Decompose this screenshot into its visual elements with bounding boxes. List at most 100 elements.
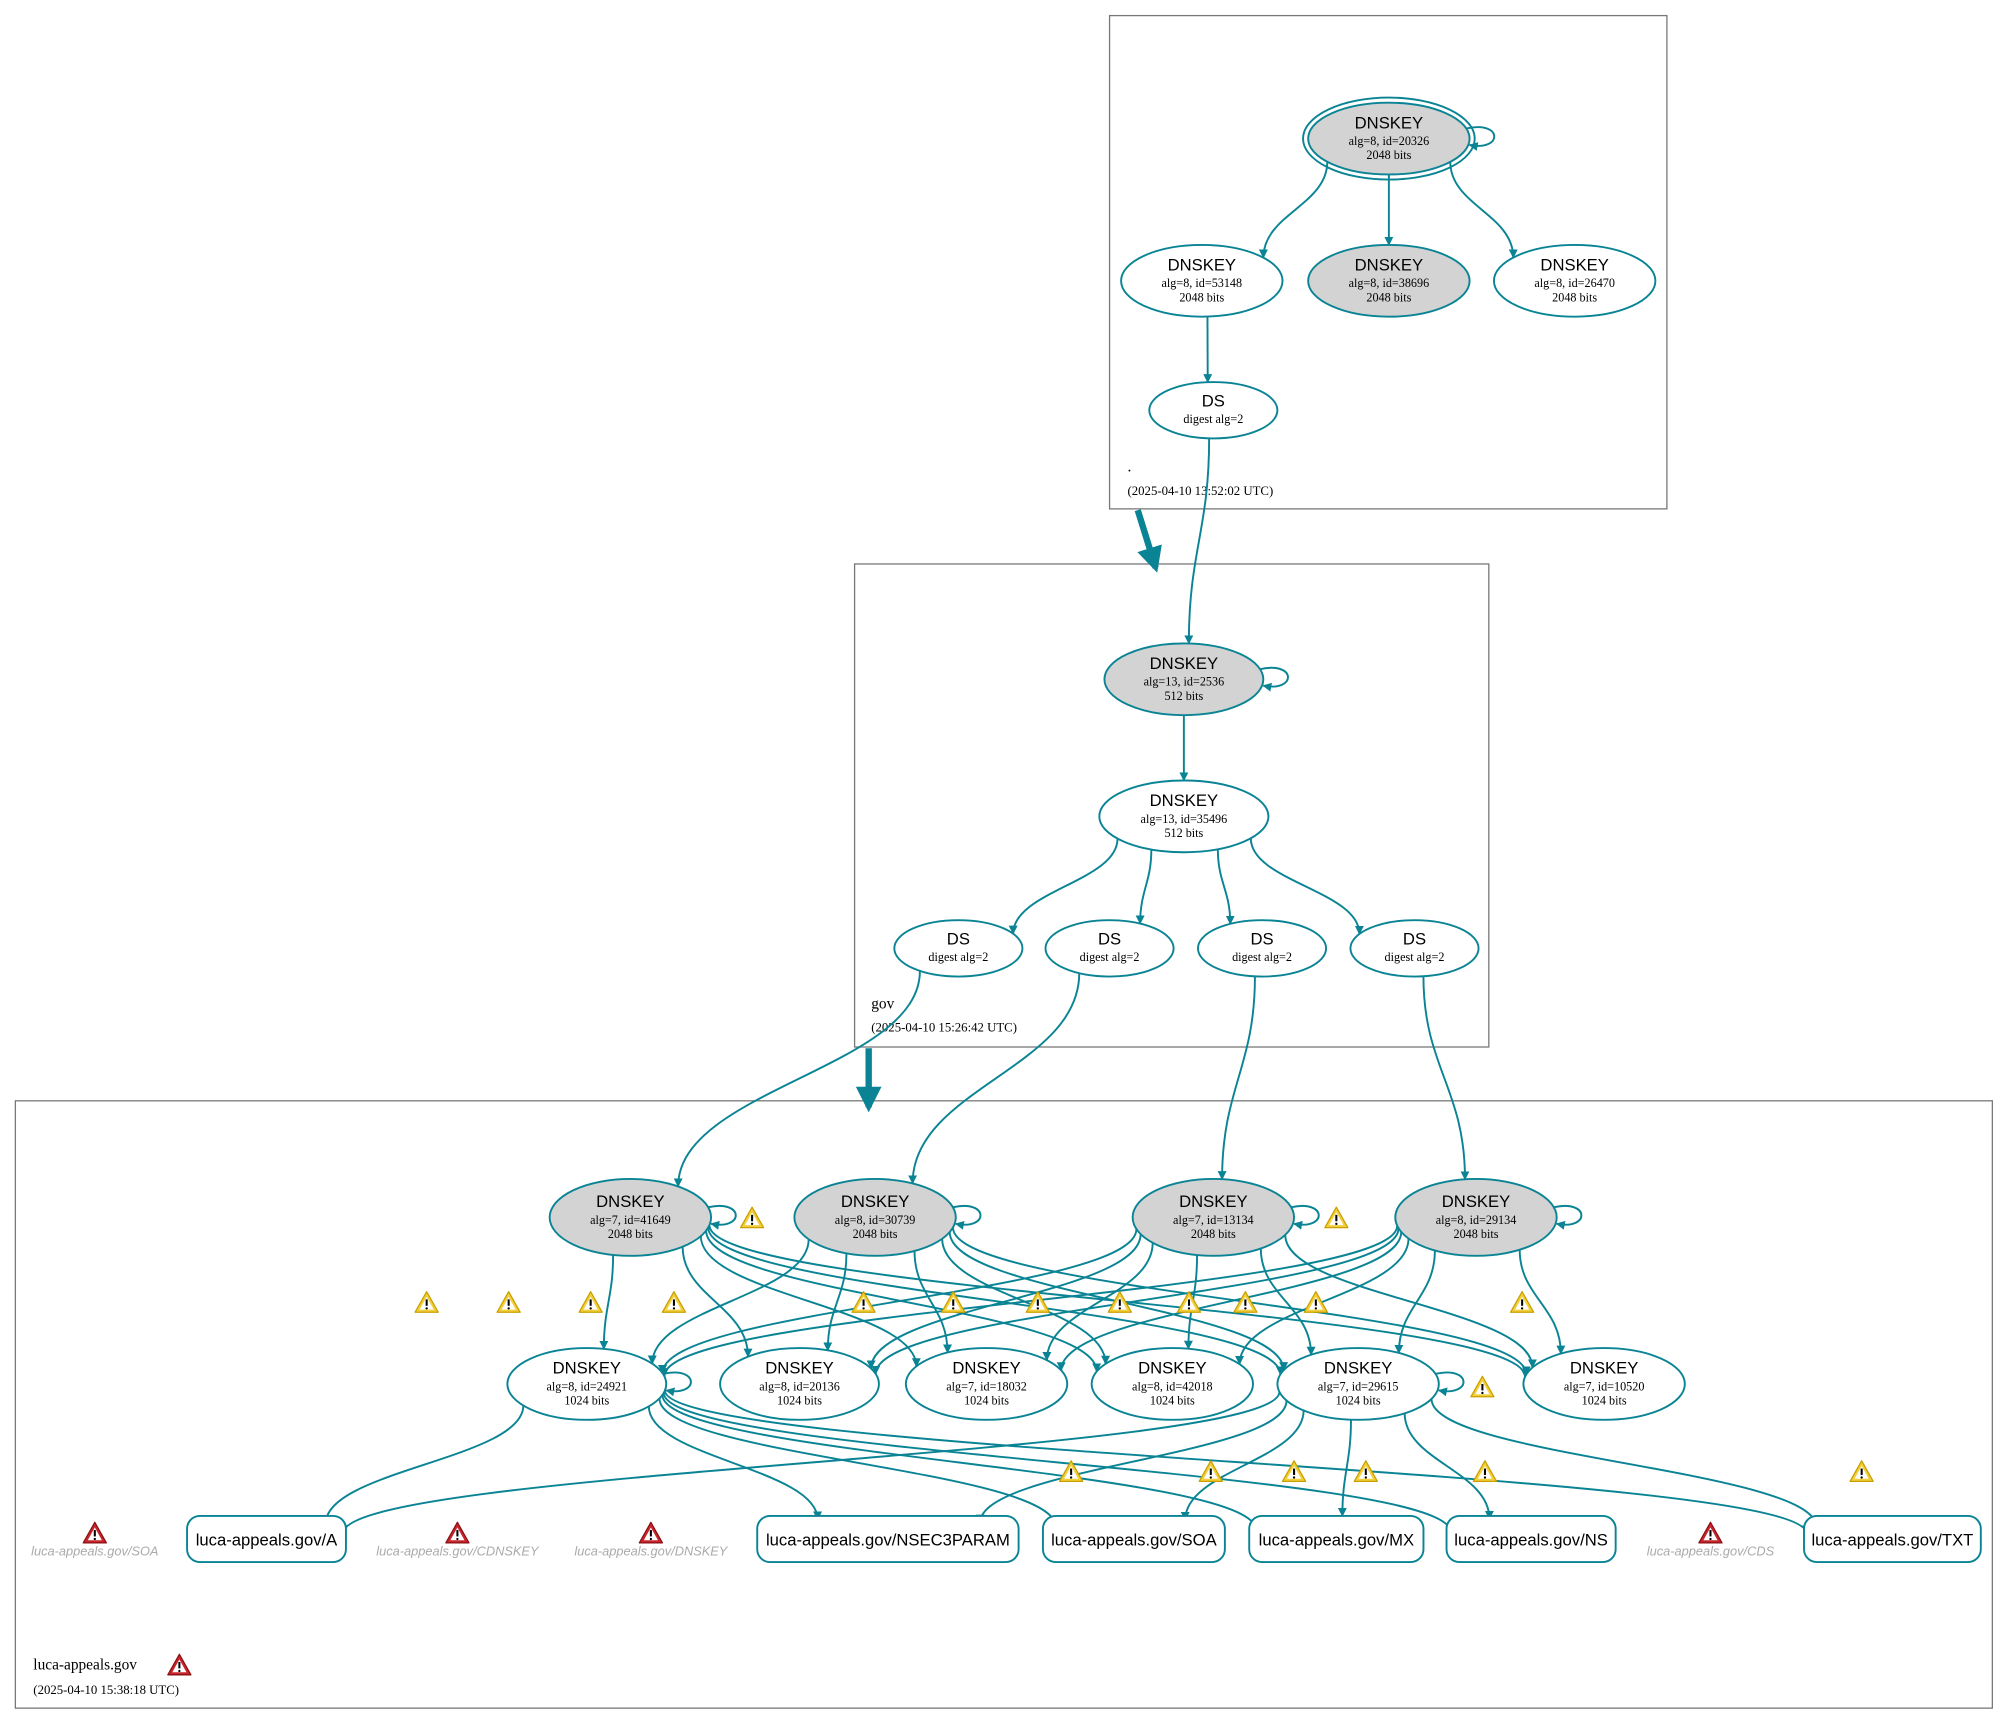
error-icon[interactable] [638, 1521, 664, 1544]
self-signature-loop [1291, 1204, 1320, 1230]
node-shape [1131, 1178, 1296, 1257]
signature-edge [338, 1391, 1281, 1535]
zone-error-icon[interactable] [167, 1653, 192, 1676]
rrset-node-recMX[interactable]: luca-appeals.gov/MX [1248, 1514, 1425, 1564]
signature-edge [1056, 1231, 1403, 1372]
rrset-node-recNSEC3PARAM[interactable]: luca-appeals.gov/NSEC3PARAM [756, 1514, 1020, 1564]
missing-rrset-missCDS[interactable]: luca-appeals.gov/CDS [1647, 1544, 1775, 1559]
self-signature-loop [708, 1204, 737, 1230]
signature-edge [1337, 1419, 1352, 1517]
node-key-size: 2048 bits [1454, 1227, 1499, 1241]
ds-edge [673, 970, 921, 1188]
rrset-node-recNS[interactable]: luca-appeals.gov/NS [1445, 1514, 1617, 1564]
warning-icon[interactable] [1025, 1291, 1050, 1313]
node-type: DNSKEY [1324, 1359, 1392, 1378]
warning-icon[interactable] [739, 1206, 765, 1229]
rrset-box [756, 1514, 1020, 1564]
warning-icon[interactable] [578, 1291, 603, 1313]
warning-icon[interactable] [1281, 1460, 1307, 1482]
warning-icon[interactable] [1176, 1291, 1202, 1313]
error-icon[interactable] [82, 1521, 107, 1544]
warning-icon[interactable] [1198, 1460, 1223, 1482]
missing-rrset-missDNSKEY[interactable]: luca-appeals.gov/DNSKEY [574, 1544, 728, 1559]
signature-edge [699, 1236, 921, 1368]
self-signature-loop [1553, 1204, 1583, 1230]
self-signature-loop [1436, 1371, 1465, 1397]
warning-icon[interactable] [1107, 1291, 1132, 1313]
missing-rrset-missCDNSKEY[interactable]: luca-appeals.gov/CDNSKEY [376, 1544, 540, 1559]
warning-icon[interactable] [1353, 1460, 1378, 1482]
self-signature-loop [953, 1204, 982, 1230]
rrset-node-recTXT[interactable]: luca-appeals.gov/TXT [1803, 1514, 1982, 1564]
warning-icon[interactable] [496, 1291, 521, 1313]
warning-icon[interactable] [1509, 1291, 1535, 1313]
warning-icon[interactable] [1324, 1206, 1349, 1229]
warning-icon[interactable] [414, 1291, 439, 1313]
warning-icon[interactable] [1470, 1375, 1495, 1398]
node-type: DNSKEY [1540, 256, 1608, 275]
ds-edge [908, 973, 1081, 1185]
missing-rrset-missSOA[interactable]: luca-appeals.gov/SOA [31, 1544, 158, 1559]
node-type: DNSKEY [1138, 1359, 1206, 1378]
node-type: DS [1403, 930, 1426, 949]
zone-root: . (2025-04-10 13:52:02 UTC) [1108, 14, 1668, 510]
node-detail: digest alg=2 [1232, 950, 1292, 964]
warning-icon[interactable] [941, 1291, 966, 1313]
node-key-size: 1024 bits [1336, 1393, 1381, 1407]
missing-rrset-label: luca-appeals.gov/CDNSKEY [376, 1544, 540, 1559]
warning-icon[interactable] [1233, 1291, 1258, 1313]
warning-icon[interactable] [1472, 1460, 1498, 1482]
node-shape [793, 1178, 957, 1257]
warning-icon[interactable] [661, 1291, 687, 1313]
missing-rrset-label: luca-appeals.gov/SOA [31, 1544, 158, 1559]
signature-edge [1284, 1234, 1537, 1369]
zone-luca-appeals: luca-appeals.gov (2025-04-10 15:38:18 UT… [14, 1100, 1993, 1709]
error-icon[interactable] [445, 1521, 470, 1544]
node-shape [1307, 243, 1471, 318]
node-type: DNSKEY [952, 1359, 1020, 1378]
node-type: DNSKEY [765, 1359, 833, 1378]
warning-icon[interactable] [1303, 1291, 1329, 1313]
error-icon[interactable] [1698, 1521, 1723, 1544]
warning-icon[interactable] [1058, 1460, 1084, 1482]
signature-edge [866, 1234, 1142, 1370]
rrset-node-recSOA[interactable]: luca-appeals.gov/SOA [1041, 1514, 1226, 1564]
warning-icon[interactable] [1849, 1460, 1874, 1482]
node-detail: alg=8, id=26470 [1534, 276, 1615, 290]
self-signature-loop [1466, 126, 1496, 151]
node-shape [1349, 919, 1480, 978]
rrset-node-recA[interactable]: luca-appeals.gov/A [186, 1514, 347, 1564]
node-type: DNSKEY [841, 1192, 909, 1211]
node-detail: alg=13, id=35496 [1141, 812, 1228, 826]
node-shape [1394, 1178, 1558, 1257]
signature-edge [647, 1406, 823, 1521]
self-signature-loop [663, 1371, 692, 1397]
node-shape [904, 1347, 1069, 1421]
node-type: DS [1202, 391, 1225, 410]
self-signature-loop [1260, 666, 1289, 692]
zone-timestamp: (2025-04-10 13:52:02 UTC) [1127, 484, 1273, 498]
node-key-size: 1024 bits [564, 1393, 609, 1407]
warning-icon[interactable] [851, 1291, 876, 1313]
